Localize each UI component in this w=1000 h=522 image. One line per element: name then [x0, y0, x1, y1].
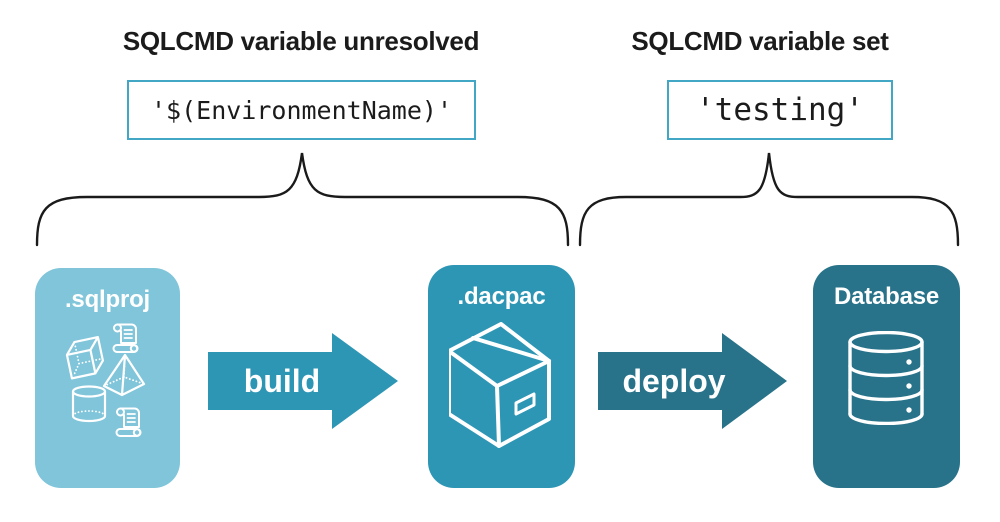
build-arrow-shape	[208, 333, 398, 429]
heading-sqlcmd-set: SQLCMD variable set	[631, 26, 889, 56]
dacpac-card-label: .dacpac	[457, 283, 546, 310]
sqlcmd-variable-set-value: 'testing'	[696, 92, 864, 128]
scroll-icon	[115, 407, 142, 437]
database-dots-icon	[906, 359, 912, 413]
left-curly-brace-path	[35, 152, 570, 247]
deploy-arrow-label: deploy	[622, 362, 726, 399]
left-curly-brace-icon	[35, 152, 570, 247]
package-label-icon	[514, 392, 536, 416]
right-curly-brace-icon	[578, 152, 960, 247]
build-arrow-label: build	[243, 362, 321, 399]
cylinder-icon	[71, 385, 107, 423]
deploy-arrow-shape	[598, 333, 787, 429]
dacpac-card: .dacpac	[428, 265, 575, 488]
sqlproj-card-label: .sqlproj	[64, 286, 151, 313]
sql-project-objects-icon	[65, 323, 146, 437]
right-curly-brace-path	[578, 152, 960, 247]
sqlcmd-variable-unresolved-value: '$(EnvironmentName)'	[150, 95, 453, 125]
build-arrow-icon	[208, 333, 398, 429]
sqlcmd-variable-set-box: 'testing'	[667, 80, 893, 140]
cube-icon	[65, 335, 104, 380]
pyramid-icon	[102, 353, 146, 397]
sqlcmd-variable-unresolved-box: '$(EnvironmentName)'	[127, 80, 476, 140]
heading-sqlcmd-unresolved: SQLCMD variable unresolved	[122, 26, 480, 56]
deploy-arrow-icon	[598, 333, 787, 429]
database-stack-icon	[848, 331, 924, 425]
database-card: Database	[813, 265, 960, 488]
sqlproj-card: .sqlproj	[35, 268, 180, 488]
package-box-icon	[449, 322, 551, 448]
scroll-icon	[112, 323, 139, 353]
database-card-label: Database	[833, 283, 940, 310]
